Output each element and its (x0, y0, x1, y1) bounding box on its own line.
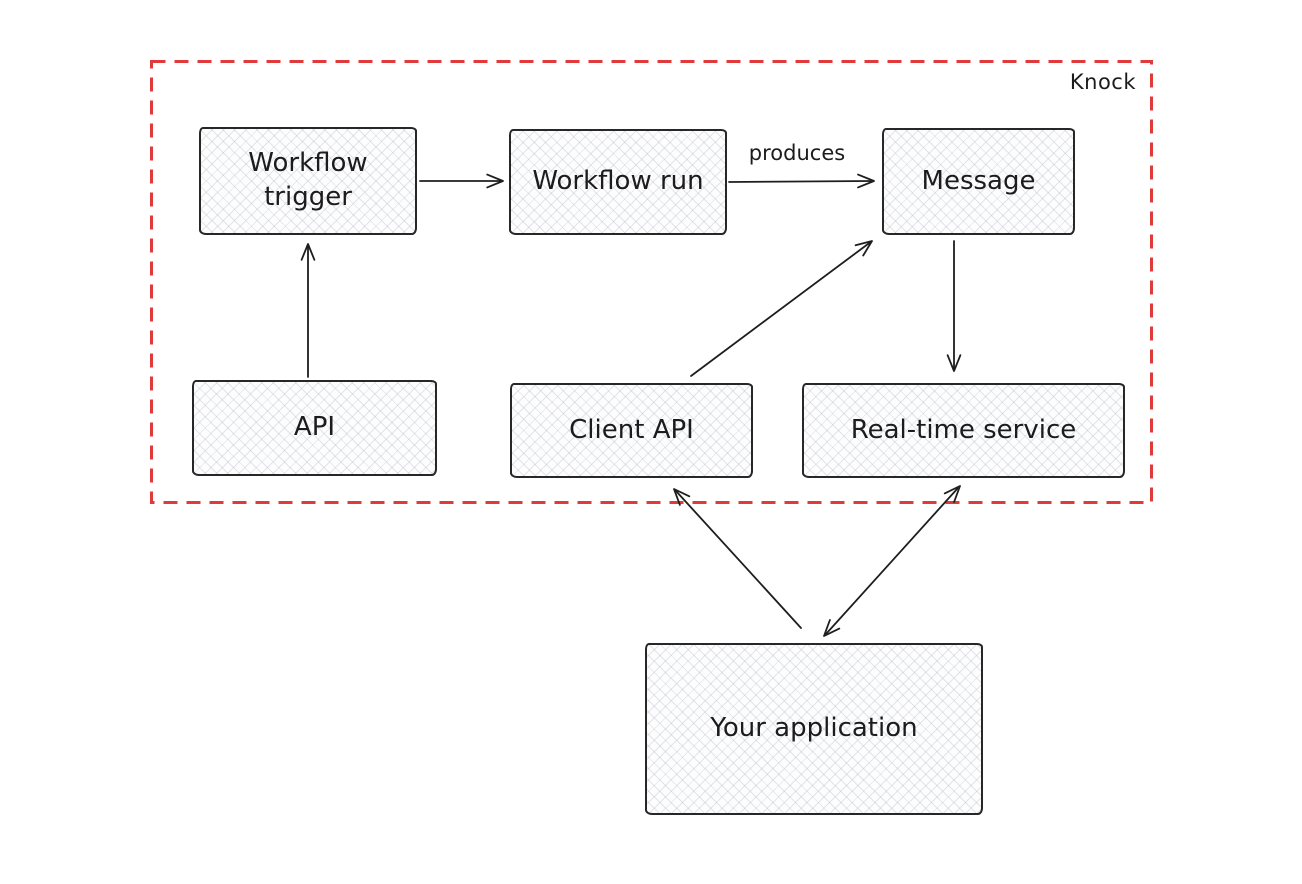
node-client-api: Client API (510, 383, 753, 478)
arrow-real-time-service-your-application (825, 487, 959, 635)
arrowhead-workflow-run (486, 173, 504, 189)
arrowhead-real-time-service-bottom (943, 485, 961, 503)
node-your-application-label: Your application (710, 713, 918, 744)
arrow-workflow-run-to-message (728, 180, 873, 183)
node-workflow-run: Workflow run (509, 129, 727, 235)
arrowhead-message-bottom (854, 240, 873, 257)
node-workflow-trigger: Workflow trigger (199, 127, 417, 235)
arrowhead-your-application (823, 619, 841, 637)
node-client-api-label: Client API (569, 414, 694, 445)
node-workflow-run-label: Workflow run (532, 166, 704, 197)
node-workflow-trigger-label: Workflow trigger (248, 148, 368, 212)
arrow-client-api-to-message (690, 241, 871, 377)
arrowhead-client-api (673, 488, 691, 506)
arrowhead-real-time-service-top (946, 354, 962, 372)
node-your-application: Your application (645, 643, 983, 815)
node-real-time-service: Real-time service (802, 383, 1125, 478)
node-message-label: Message (921, 165, 1036, 196)
node-real-time-service-label: Real-time service (850, 414, 1077, 445)
knock-boundary-label: Knock (1069, 70, 1136, 94)
node-message: Message (882, 128, 1075, 235)
node-api-label: API (293, 412, 336, 443)
node-api: API (192, 380, 437, 476)
arrow-your-application-to-client-api (675, 490, 802, 629)
knock-boundary-rect (150, 60, 1153, 504)
arrowhead-message-left (857, 173, 875, 189)
arrowhead-workflow-trigger (300, 243, 316, 261)
edge-label-produces: produces (749, 141, 845, 165)
